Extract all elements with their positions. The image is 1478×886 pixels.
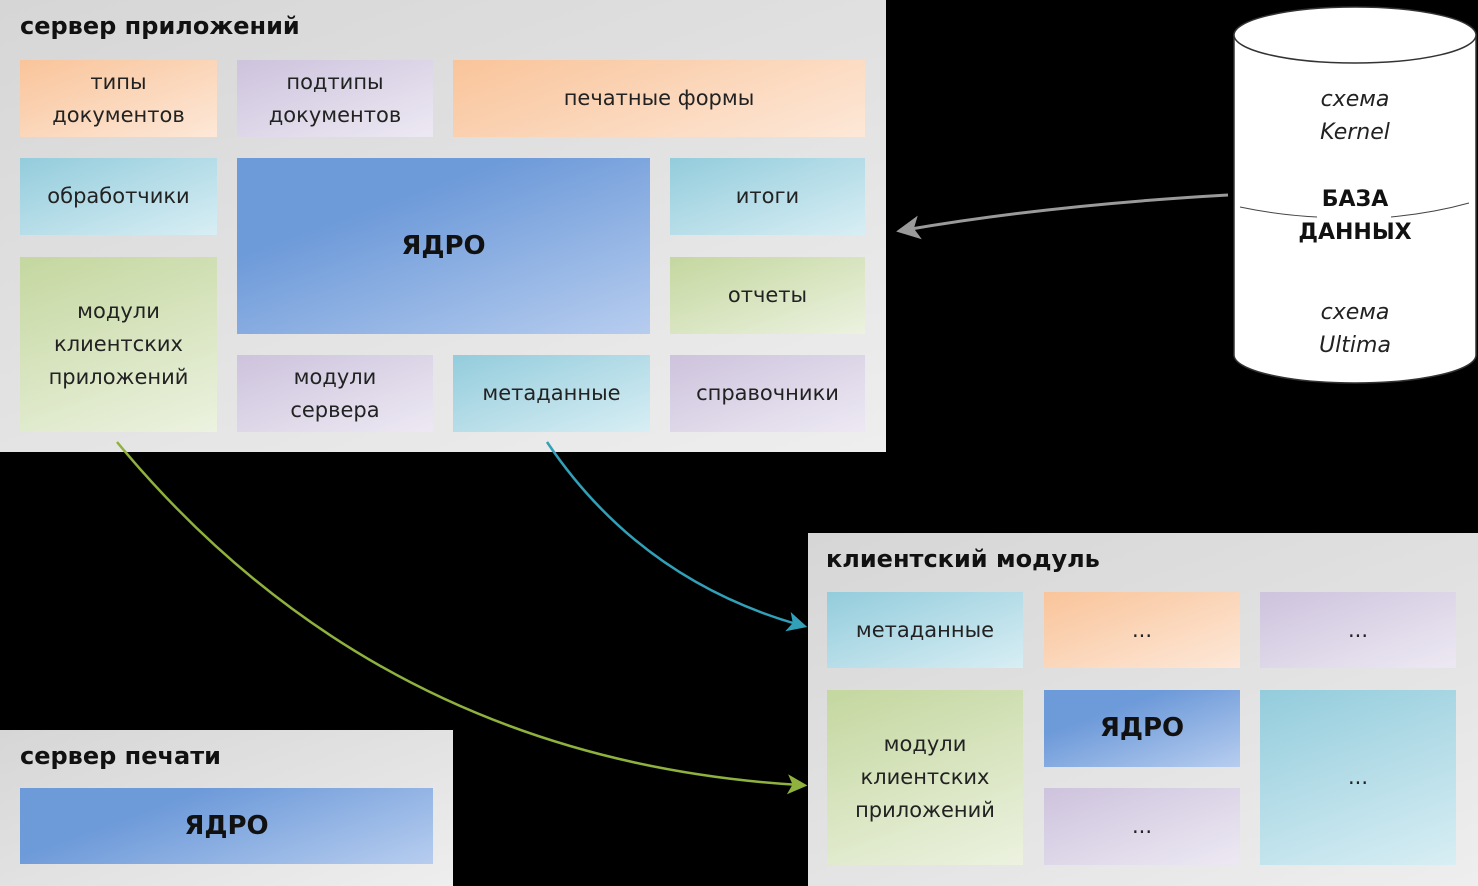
cylinder-shape	[1233, 6, 1477, 384]
client-module-title: клиентский модуль	[826, 545, 1100, 573]
doc-types-box: типы документов	[20, 60, 217, 137]
dictionaries-box: справочники	[670, 355, 865, 432]
placeholder-box: ...	[1260, 592, 1456, 668]
label: клиентских	[54, 332, 183, 356]
db-to-server-arrow	[896, 193, 1229, 240]
handlers-box: обработчики	[20, 158, 217, 235]
label: модули	[77, 299, 160, 323]
label: приложений	[48, 365, 189, 389]
client-modules-box: модули клиентских приложений	[20, 257, 217, 432]
label: типы	[90, 69, 147, 94]
label: документов	[52, 102, 185, 127]
app-server-title: сервер приложений	[20, 12, 300, 40]
core-box: ЯДРО	[237, 158, 650, 334]
label: документов	[268, 102, 402, 127]
core-box: ЯДРО	[20, 788, 433, 864]
metadata-box: метаданные	[827, 592, 1023, 668]
print-server-panel: сервер печати ЯДРО	[0, 730, 453, 886]
core-box: ЯДРО	[1044, 690, 1240, 767]
client-module-panel: клиентский модуль метаданные ... ... мод…	[808, 533, 1478, 886]
label: схема	[1320, 300, 1390, 325]
label: схема	[1320, 87, 1390, 112]
label: приложений	[855, 798, 995, 822]
label: модули	[293, 364, 377, 389]
metadata-arrow	[545, 441, 808, 632]
label: БАЗА	[1321, 187, 1389, 212]
label: модули	[883, 732, 967, 756]
label: подтипы	[286, 69, 384, 94]
label: ДАННЫХ	[1298, 220, 1412, 245]
metadata-box: метаданные	[453, 355, 650, 432]
app-server-panel: сервер приложений типы документов подтипы…	[0, 0, 886, 452]
server-modules-box: модули сервера	[237, 355, 433, 432]
placeholder-box: ...	[1044, 592, 1240, 668]
database-title: БАЗА ДАННЫХ	[1233, 183, 1477, 249]
label: Kernel	[1320, 120, 1390, 145]
print-forms-box: печатные формы	[453, 60, 865, 137]
reports-box: отчеты	[670, 257, 865, 334]
placeholder-box: ...	[1260, 690, 1456, 865]
totals-box: итоги	[670, 158, 865, 235]
print-server-title: сервер печати	[20, 742, 221, 770]
client-modules-box: модули клиентских приложений	[827, 690, 1023, 865]
placeholder-box: ...	[1044, 788, 1240, 865]
label: клиентских	[860, 765, 990, 789]
doc-subtypes-box: подтипы документов	[237, 60, 433, 137]
label: сервера	[290, 397, 380, 422]
label: Ultima	[1319, 333, 1391, 358]
